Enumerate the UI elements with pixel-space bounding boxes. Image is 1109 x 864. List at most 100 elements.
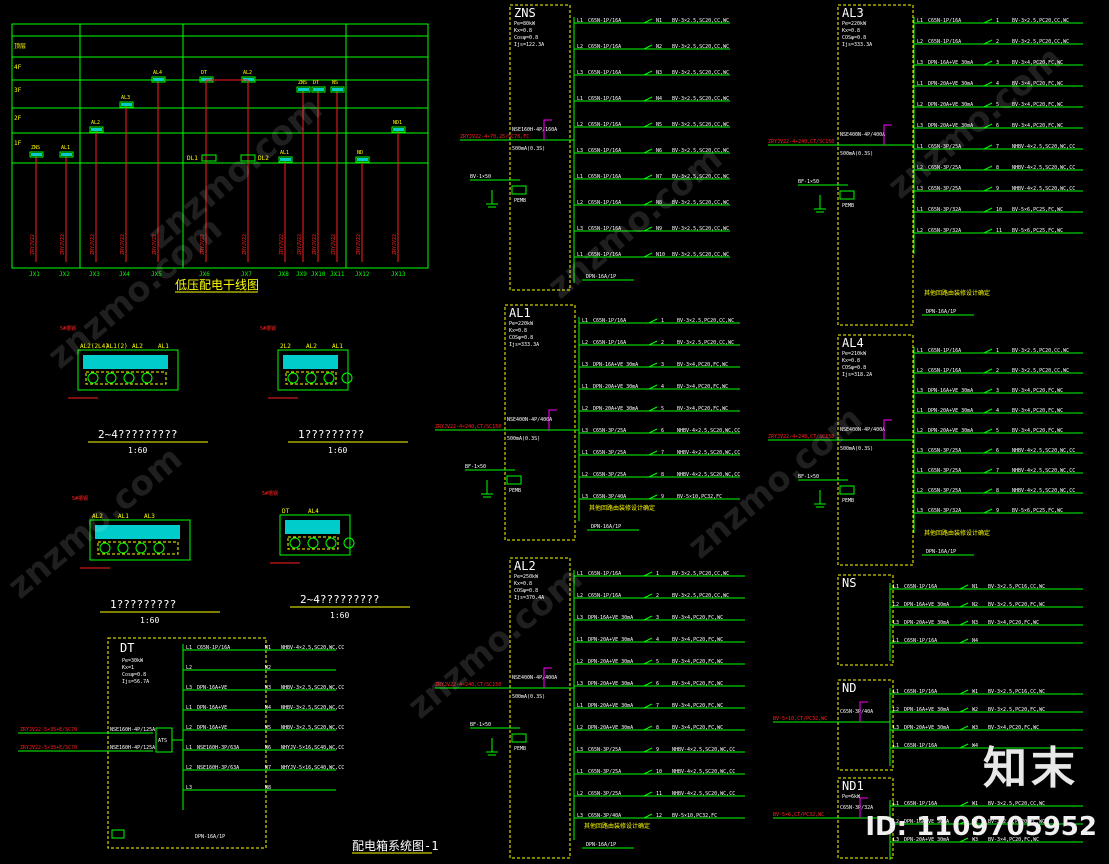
cable-tray [83, 355, 168, 369]
cable-spec: BV-3×4,PC20,FC,WC [672, 637, 723, 643]
phase-label: L2 [893, 819, 899, 825]
circuit-no: 3 [656, 615, 659, 621]
incoming-cable: ZRYJV22-4×240,CT/SC150 [768, 139, 834, 145]
breaker-label: C65N-1P/16A [928, 18, 961, 24]
section-caption: 2~4????????? [98, 428, 177, 441]
circuit-no: N3 [972, 620, 978, 626]
cable-spec: BV-3×2.5,SC20,CC,WC [672, 44, 729, 50]
cable-spec: BV-3×2.5,SC20,CC,WC [672, 18, 729, 24]
phase-label: L2 [917, 228, 923, 234]
switch-symbol [983, 207, 993, 213]
cable-tray [283, 355, 338, 369]
section-label: AL1 [332, 343, 343, 350]
cable-spec: BV-3×2.5,PC20,CC,WC [677, 318, 734, 324]
box-label: DT [201, 70, 207, 76]
trunk-column-label: JX6 [199, 271, 210, 278]
cable-spec: BV-5×10,PC32,FC [672, 813, 717, 819]
cable-spec: BV-3×4,PC20,FC,WC [677, 406, 728, 412]
breaker-label: DPN-20A+VE 30mA [928, 428, 973, 434]
riser-cable-label: ZRYJV22 [120, 234, 126, 255]
phase-label: L2 [917, 39, 923, 45]
earth-label: BV-1×50 [470, 174, 491, 180]
panel-frame [504, 304, 576, 541]
wall-outline [279, 514, 351, 556]
main-breaker: C65N-3P/40A [840, 709, 873, 715]
breaker-label: C65N-3P/25A [928, 144, 961, 150]
circuit-no: 6 [661, 428, 664, 434]
section-label: AL2 [92, 513, 103, 520]
spd-box [839, 485, 855, 495]
breaker-label: C65N-3P/25A [593, 450, 626, 456]
switch-symbol [983, 468, 993, 474]
breaker-label: DPN-16A+VE 30mA [904, 707, 949, 713]
cable-spec: NHBV-4×2.5,SC20,WC,CC [1012, 468, 1075, 474]
panel-param: Pe=80kW [514, 21, 536, 27]
circuit-no: N2 [972, 602, 978, 608]
cable-spec: BV-3×4,PC20,FC,WC [672, 659, 723, 665]
cable-spec: BV-3×2.5,PC16,CC,WC [988, 689, 1045, 695]
spd-link [859, 701, 868, 722]
spd-label: PEMB [514, 198, 526, 204]
phase-label: L1 [577, 96, 583, 102]
conduit [307, 537, 319, 549]
breaker-label: C65N-1P/16A [904, 689, 937, 695]
cable-spec: BV-3×2.5,SC20,CC,WC [672, 96, 729, 102]
switch-symbol [983, 60, 993, 66]
box-fill [298, 88, 309, 91]
circuit-no: W7 [265, 765, 271, 771]
panel-param: Pe=220kW [842, 21, 867, 27]
section-scale: 1:60 [330, 611, 349, 620]
phase-label: L3 [577, 615, 583, 621]
switch-symbol [643, 703, 653, 709]
switch-symbol [959, 620, 969, 626]
circuit-no: 6 [996, 448, 999, 454]
spd-label: PEMB [509, 488, 521, 494]
breaker-label: C65N-1P/16A [928, 39, 961, 45]
conduit [123, 372, 135, 384]
box-label: NS [332, 80, 338, 86]
panel-name: DT [120, 641, 134, 655]
switch-symbol [643, 659, 653, 665]
phase-label: L3 [917, 60, 923, 66]
spare-breaker: DPN-16A/1P [586, 842, 616, 848]
panel-param: Ijs=333.3A [509, 342, 539, 348]
panel-param: Cosφ=0.8 [514, 35, 538, 41]
section-label: AL1 [158, 343, 169, 350]
switch-symbol [959, 584, 969, 590]
spd-link [883, 124, 892, 145]
circuit-no: 4 [661, 384, 664, 390]
phase-label: L3 [577, 813, 583, 819]
circuit-no: 6 [996, 123, 999, 129]
cable-spec: NHBV-4×2.5,SC20,WC,CC [1012, 186, 1075, 192]
section-note: 5#槽钢 [60, 325, 76, 332]
circuit-no: 7 [996, 468, 999, 474]
circuit-no: 10 [996, 207, 1002, 213]
phase-label: L3 [917, 448, 923, 454]
switch-symbol [643, 681, 653, 687]
phase-label: L3 [186, 685, 192, 691]
breaker-label: DPN-20A+VE 30mA [928, 408, 973, 414]
riser-cable-label: ZRYJV22 [331, 234, 337, 255]
breaker-label: C65N-1P/16A [588, 252, 621, 258]
breaker-label: DPN-16A+VE [197, 705, 227, 711]
cable-spec: BV-3×2.5,SC20,CC,WC [672, 226, 729, 232]
spd-link [859, 797, 868, 818]
phase-label: L2 [577, 791, 583, 797]
switch-symbol [959, 707, 969, 713]
main-breaker: NSE160H-4P/125A [110, 727, 155, 733]
breaker-label: C65N-1P/16A [588, 148, 621, 154]
wall-outline [277, 349, 349, 391]
trunk-column-label: JX10 [311, 271, 326, 278]
cable-spec: BV-3×2.5,PC20,CC,WC [1012, 39, 1069, 45]
cable-spec: BV-3×2.5,PC20,CC,WC [988, 801, 1045, 807]
switch-symbol [983, 39, 993, 45]
circuit-no: 9 [661, 494, 664, 500]
floor-label: 顶层 [14, 43, 26, 50]
circuit-no: 5 [661, 406, 664, 412]
section-label: AL4 [308, 508, 319, 515]
breaker-label: C65N-3P/40A [593, 494, 626, 500]
